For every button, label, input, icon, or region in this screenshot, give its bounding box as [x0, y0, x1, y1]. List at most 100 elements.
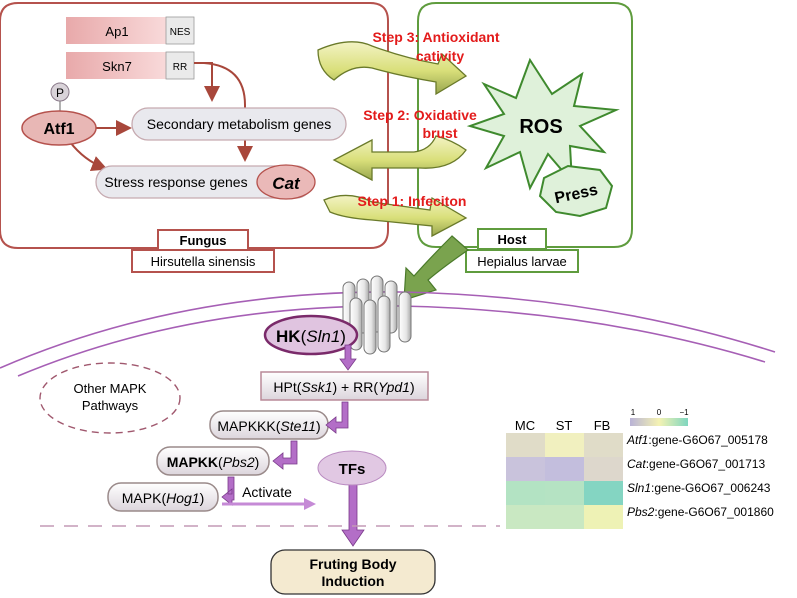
rr-label: RR: [173, 62, 187, 73]
step-labels: Step 3: Antioxidant cativity Step 2: Oxi…: [358, 29, 500, 209]
host-species-box: [465, 249, 579, 273]
tfs-down-arrow: [341, 483, 365, 547]
heatmap-cell: [584, 457, 623, 481]
hk-to-hpt-arrow: [339, 344, 357, 371]
tfs-node: TFs: [317, 450, 387, 486]
ros-label: ROS: [519, 116, 562, 138]
svg-text:Atf1:gene-G6O67_005178: Atf1:gene-G6O67_005178: [626, 433, 768, 447]
heatmap-cell: [584, 433, 623, 457]
mapk-gene: Hog1: [166, 490, 199, 506]
svg-text:Sln1:gene-G6O67_006243: Sln1:gene-G6O67_006243: [627, 481, 771, 495]
step2-line2: brust: [423, 125, 458, 141]
ap1-bar: Ap1 NES: [66, 16, 195, 45]
nes-label: NES: [170, 27, 191, 38]
press-shape: Press: [538, 164, 614, 218]
heatmap-cell: [545, 481, 584, 505]
other-line1: Other MAPK: [74, 381, 147, 396]
hk-paren-close: ): [340, 327, 346, 346]
activate-arrow: Activate: [222, 484, 316, 510]
atf1-label: Atf1: [43, 121, 74, 138]
cascade-arrows: [221, 344, 365, 547]
svg-text:Pbs2:gene-G6O67_001860: Pbs2:gene-G6O67_001860: [627, 505, 774, 519]
legend-tick-minus1: −1: [679, 408, 689, 417]
skn7-label: Skn7: [102, 59, 132, 74]
hpt-gene: Ssk1: [301, 379, 332, 395]
svg-text:MAPK(Hog1): MAPK(Hog1): [122, 490, 205, 506]
row-gene-pbs2: Pbs2: [627, 505, 655, 519]
host-species: Hepialus larvae: [477, 254, 567, 269]
row-id-pbs2: :gene-G6O67_001860: [654, 505, 774, 519]
tfs-label: TFs: [339, 461, 366, 478]
skn7-to-stress-arrow: [203, 62, 253, 162]
heatmap-cell: [506, 481, 545, 505]
row-id-atf1: :gene-G6O67_005178: [648, 433, 768, 447]
row-gene-cat: Cat: [627, 457, 646, 471]
heatmap-cell: [506, 505, 545, 529]
heatmap-cell: [545, 433, 584, 457]
rr-gene: Ypd1: [378, 379, 410, 395]
mapk-box: MAPK(Hog1): [107, 482, 219, 512]
heatmap-row-labels: Atf1:gene-G6O67_005178 Cat:gene-G6O67_00…: [626, 433, 774, 519]
phospho-p: P: [50, 82, 70, 102]
hk-gene: Sln1: [306, 327, 340, 346]
step1-label: Step 1: Infeciton: [358, 193, 467, 209]
step2-arrow: [332, 135, 467, 182]
mapkkk-close: ): [316, 418, 321, 434]
secondary-metabolism-box: Secondary metabolism genes: [131, 107, 347, 141]
other-mapk-pathways: Other MAPK Pathways: [39, 362, 181, 434]
activate-label: Activate: [242, 484, 292, 500]
mapkkk-to-mapkk-arrow: [272, 440, 298, 470]
skn7-bar: Skn7 RR: [66, 51, 195, 80]
mapkk-gene: Pbs2: [223, 454, 255, 470]
mapk-open: (: [161, 490, 166, 506]
heatmap-cell: [545, 505, 584, 529]
mapkkk-label: MAPKKK: [217, 418, 276, 434]
heatmap-legend-bar: [630, 418, 688, 426]
heatmap-cell: [584, 481, 623, 505]
stress-label: Stress response genes: [104, 174, 247, 190]
fungus-species: Hirsutella sinensis: [151, 254, 256, 269]
mapkk-close: ): [255, 454, 260, 470]
step3-line2: cativity: [416, 48, 464, 64]
mapkkk-gene: Ste11: [280, 418, 316, 434]
ros-burst: ROS: [466, 57, 620, 191]
rr-prefix: ) + RR(: [333, 379, 379, 395]
mapkk-open: (: [218, 454, 223, 470]
fruiting-line2: Induction: [322, 573, 385, 589]
mapkkk-box: MAPKKK(Ste11): [209, 410, 329, 440]
svg-text:Cat:gene-G6O67_001713: Cat:gene-G6O67_001713: [627, 457, 765, 471]
heatmap-cell: [545, 457, 584, 481]
secondary-label: Secondary metabolism genes: [147, 116, 331, 132]
svg-text:HK(Sln1): HK(Sln1): [276, 327, 346, 346]
hpt-rr-box: HPt(Ssk1) + RR(Ypd1): [260, 371, 429, 401]
host-title: Host: [498, 232, 528, 247]
fruiting-line1: Fruting Body: [309, 556, 396, 572]
hpt-prefix: HPt(: [273, 379, 301, 395]
step3-line1: Step 3: Antioxidant: [372, 29, 499, 45]
step3-arrow: [317, 41, 468, 96]
svg-text:HPt(Ssk1) + RR(Ypd1): HPt(Ssk1) + RR(Ypd1): [273, 379, 414, 395]
row-id-cat: :gene-G6O67_001713: [646, 457, 766, 471]
receptor: [342, 275, 412, 355]
mapkk-box: MAPKK(Pbs2): [156, 446, 270, 476]
svg-text:MAPKKK(Ste11): MAPKKK(Ste11): [217, 418, 320, 434]
legend-tick-1: 1: [631, 408, 636, 417]
fungus-title: Fungus: [180, 233, 227, 248]
step1-arrow: [323, 194, 468, 238]
row-gene-sln1: Sln1: [627, 481, 651, 495]
mapkk-label: MAPKK: [167, 454, 218, 470]
hk-node: HK(Sln1): [263, 314, 359, 356]
heatmap: MC ST FB 1 0 −1 Atf1:gene-G6O67_005178 C…: [506, 408, 774, 529]
step2-line1: Step 2: Oxidative: [363, 107, 477, 123]
hk-paren-open: (: [301, 327, 307, 346]
atf1-node: Atf1: [21, 110, 97, 146]
regulation-arrows: [59, 62, 253, 171]
step-arrows: [317, 41, 468, 238]
host-to-receptor-arrow: [403, 235, 469, 301]
fruiting-body-box: Fruting Body Induction: [270, 549, 436, 595]
hk-label: HK: [276, 327, 301, 346]
stress-response-box: Stress response genes Cat: [95, 164, 316, 200]
heatmap-cells: [506, 433, 623, 529]
heatmap-col-mc: MC: [515, 418, 535, 433]
